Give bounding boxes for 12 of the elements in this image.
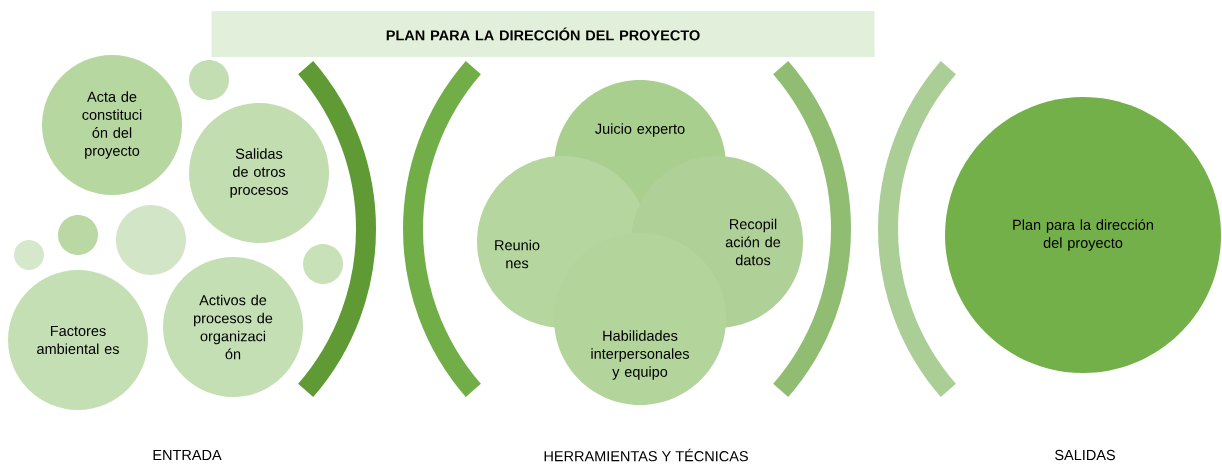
- section-label: ENTRADA: [153, 450, 222, 460]
- circle: [14, 240, 44, 270]
- node-label: Reunio nes: [495, 239, 540, 269]
- circle: [58, 215, 98, 255]
- title-band: PLAN PARA LA DIRECCIÓN DEL PROYECTO: [211, 11, 875, 57]
- section-label: SALIDAS: [1055, 449, 1115, 461]
- node-label: Habilidades interpersonales y equipo: [591, 330, 690, 380]
- section-label: HERRAMIENTAS Y TÉCNICAS: [544, 448, 748, 462]
- circle: [303, 244, 343, 284]
- circle: [116, 205, 186, 275]
- node-label: Recopil ación de datos: [725, 218, 781, 266]
- circle: [189, 60, 229, 100]
